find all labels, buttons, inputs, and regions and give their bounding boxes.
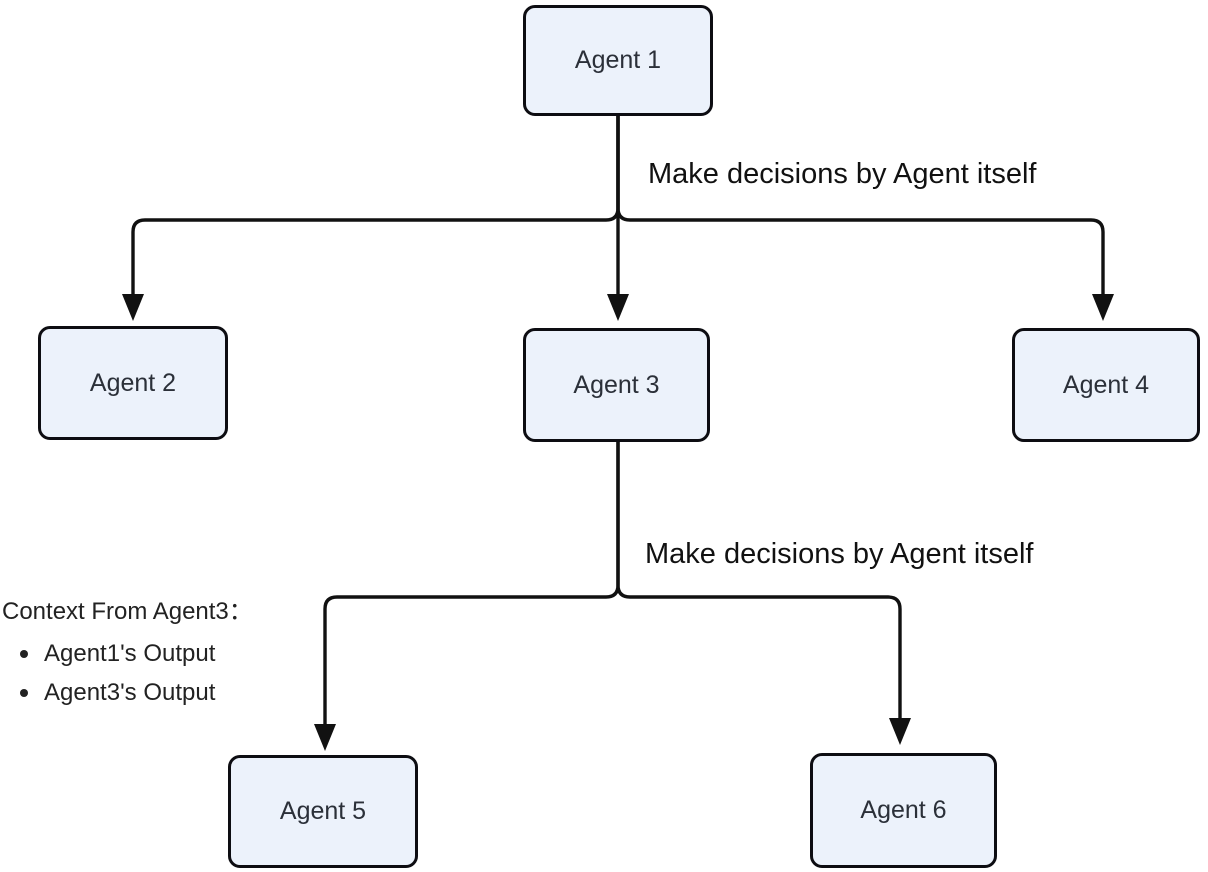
arrowhead-agent6 bbox=[889, 718, 911, 745]
context-note-item: Agent1's Output bbox=[0, 634, 300, 673]
connector-agent3-agent6 bbox=[616, 442, 902, 720]
node-agent-1-label: Agent 1 bbox=[574, 46, 662, 74]
node-agent-6-label: Agent 6 bbox=[860, 796, 947, 824]
node-agent-1: Agent 1 bbox=[523, 5, 713, 116]
node-agent-5: Agent 5 bbox=[228, 755, 418, 868]
context-note-heading: Context From Agent3： bbox=[2, 598, 253, 625]
arrowhead-agent2 bbox=[122, 294, 144, 321]
connector-agent1-agent4 bbox=[616, 116, 1105, 296]
node-agent-3: Agent 3 bbox=[523, 328, 710, 442]
node-agent-2: Agent 2 bbox=[38, 326, 228, 440]
context-note-list: Agent1's Output Agent3's Output bbox=[0, 634, 300, 712]
node-agent-5-label: Agent 5 bbox=[279, 797, 367, 825]
node-agent-4: Agent 4 bbox=[1012, 328, 1200, 442]
edge-label-top: Make decisions by Agent itself bbox=[648, 158, 1037, 190]
connector-agent1-agent2 bbox=[131, 116, 620, 296]
connector-agent3-agent5 bbox=[323, 442, 620, 726]
node-agent-6: Agent 6 bbox=[810, 753, 997, 868]
node-agent-2-label: Agent 2 bbox=[89, 368, 177, 397]
arrowhead-agent5 bbox=[314, 724, 336, 751]
arrowhead-agent3 bbox=[607, 294, 629, 321]
context-note: Context From Agent3： Agent1's Output Age… bbox=[0, 596, 300, 712]
node-agent-4-label: Agent 4 bbox=[1062, 370, 1150, 399]
edge-label-bottom: Make decisions by Agent itself bbox=[645, 538, 1034, 570]
arrowhead-agent4 bbox=[1092, 294, 1114, 321]
node-agent-3-label: Agent 3 bbox=[573, 370, 660, 399]
context-note-item: Agent3's Output bbox=[0, 673, 300, 712]
